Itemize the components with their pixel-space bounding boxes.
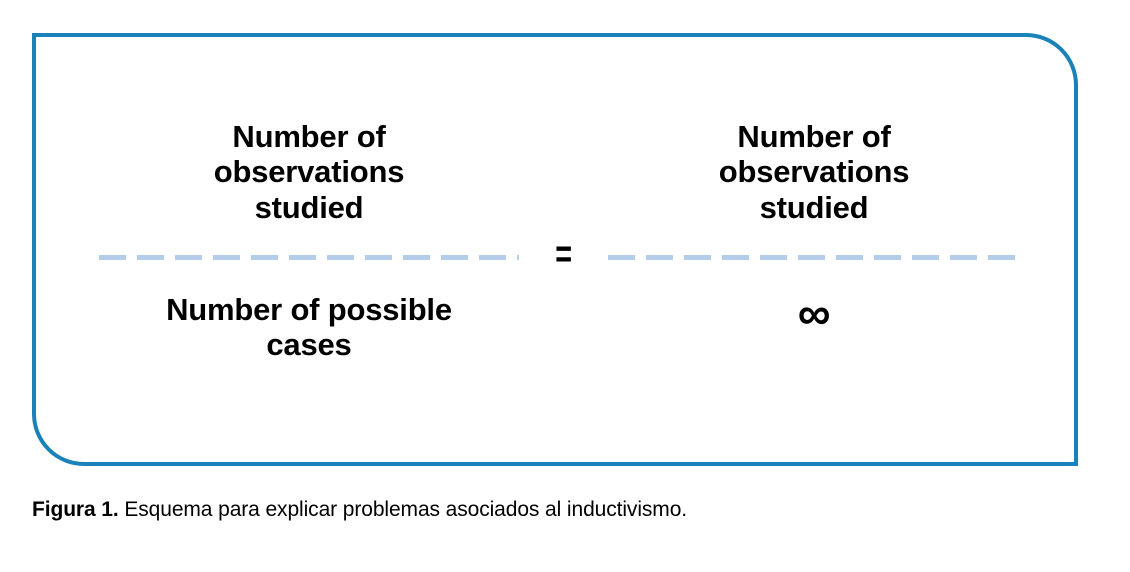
right-fraction-denominator-infinity: ∞: [797, 287, 831, 339]
figure-caption-text: Esquema para explicar problemas asociado…: [118, 498, 688, 521]
diagram-frame: Number of observations studied Number of…: [32, 33, 1078, 466]
right-fraction: Number of observations studied ∞: [604, 119, 1024, 388]
left-fraction-bar: [99, 255, 519, 260]
right-fraction-bar: [608, 255, 1020, 260]
left-fraction-numerator: Number of observations studied: [213, 119, 405, 225]
figure-caption-label: Figura 1.: [32, 498, 119, 521]
figure-caption: Figura 1. Esquema para explicar problema…: [32, 497, 1098, 523]
equals-operator: =: [524, 234, 604, 274]
equation-container: Number of observations studied Number of…: [36, 37, 1082, 470]
left-fraction-denominator: Number of possible cases: [166, 292, 452, 363]
left-fraction: Number of observations studied Number of…: [94, 119, 524, 388]
equals-sign-glyph: =: [555, 231, 573, 276]
right-fraction-numerator: Number of observations studied: [718, 119, 910, 225]
